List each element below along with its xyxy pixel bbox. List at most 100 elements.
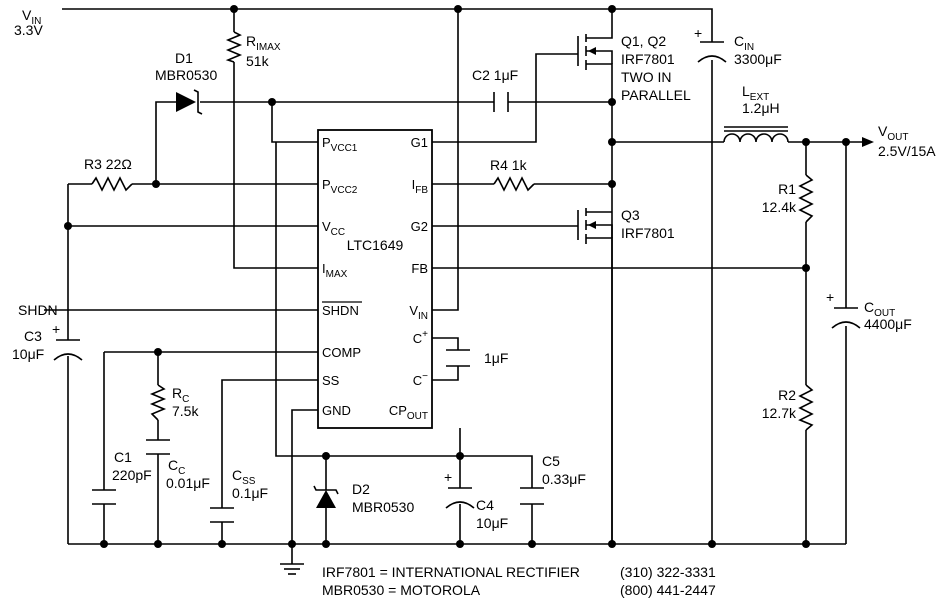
notes: IRF7801 = INTERNATIONAL RECTIFIER (310) … [322, 564, 716, 598]
c4-value: 10μF [476, 515, 508, 531]
inductor-lext [723, 126, 789, 143]
c3-value: 10μF [12, 346, 44, 362]
q1-line1: Q1, Q2 [621, 33, 666, 49]
r2-value: 12.7k [762, 405, 797, 421]
css-name: CSS [232, 467, 256, 487]
r1-value: 12.4k [762, 199, 797, 215]
c5-name: C5 [542, 453, 560, 469]
c4-plus: + [444, 469, 452, 485]
r1-name: R1 [778, 181, 796, 197]
shdn-label: SHDN [18, 302, 58, 318]
rc-value: 7.5k [172, 403, 199, 419]
pin-gnd: GND [322, 403, 351, 418]
cc-name: CC [168, 457, 185, 477]
capacitor-c2 [493, 92, 509, 112]
d1-value: MBR0530 [155, 67, 217, 83]
pin-vcc: VCC [322, 219, 345, 238]
mosfet-q1 [577, 30, 613, 70]
cout-value: 4400μF [864, 316, 912, 332]
vin-name: VIN [22, 7, 41, 27]
r3-label: R3 22Ω [84, 156, 132, 172]
vout-name: VOUT [878, 123, 908, 143]
cc-value: 0.01μF [166, 475, 210, 491]
pin-shdn: SHDN [322, 303, 359, 318]
vin-value: 3.3V [14, 22, 43, 38]
pin-fb: FB [411, 261, 428, 276]
mosfet-q3 [577, 208, 613, 250]
c3-name: C3 [24, 328, 42, 344]
ic-right-pins: G1 IFB G2 FB VIN C+ C− CPOUT [389, 135, 428, 422]
q3-value: IRF7801 [621, 225, 675, 241]
rimax-name: RIMAX [246, 33, 281, 53]
capacitor-cc [146, 439, 170, 455]
r4-label: R4 1k [490, 157, 528, 173]
c1-name: C1 [114, 449, 132, 465]
c5-value: 0.33μF [542, 471, 586, 487]
pin-imax: IMAX [322, 261, 348, 280]
cin-value: 3300μF [734, 51, 782, 67]
cfly-value: 1μF [484, 350, 508, 366]
pin-cpout: CPOUT [389, 403, 428, 422]
ic-left-pins: PVCC1 PVCC2 VCC IMAX SHDN COMP SS GND [322, 135, 362, 418]
resistor-rc [149, 384, 167, 421]
cin-name: CIN [734, 33, 754, 53]
d1-name: D1 [175, 50, 193, 66]
d2-value: MBR0530 [352, 499, 414, 515]
junction-dots [64, 5, 850, 548]
resistor-r2 [798, 384, 814, 431]
capacitor-cin: + [694, 25, 727, 63]
resistor-r4 [493, 176, 535, 192]
note-irf-phone: (310) 322-3331 [620, 564, 716, 580]
ic-name: LTC1649 [347, 237, 404, 253]
note-irf: IRF7801 = INTERNATIONAL RECTIFIER [322, 564, 580, 580]
capacitor-c4: + [444, 469, 475, 509]
pin-pvcc2: PVCC2 [322, 177, 358, 196]
pin-g2: G2 [411, 219, 428, 234]
rimax-value: 51k [246, 53, 270, 69]
c1-value: 220pF [112, 467, 152, 483]
resistor-r1 [798, 174, 814, 223]
pin-g1: G1 [411, 135, 428, 150]
c3-plus: + [52, 321, 60, 337]
lext-value: 1.2μH [742, 100, 780, 116]
cout-name: COUT [864, 299, 895, 319]
resistor-r3 [91, 176, 133, 192]
d2-name: D2 [352, 481, 370, 497]
labels: VIN 3.3V RIMAX 51k D1 MBR0530 R3 22Ω C2 … [12, 7, 936, 531]
lext-name: LEXT [742, 83, 769, 103]
c2-label: C2 1μF [472, 67, 518, 83]
cout-plus: + [826, 289, 834, 305]
pin-cplus: C+ [413, 329, 428, 346]
capacitor-css [210, 507, 234, 523]
capacitor-cout: + [826, 289, 861, 329]
capacitor-c1 [92, 489, 116, 505]
ic-ltc1649: LTC1649 [317, 129, 433, 429]
pin-vin: VIN [409, 303, 428, 322]
pin-cminus: C− [413, 371, 428, 388]
note-mbr: MBR0530 = MOTOROLA [322, 582, 481, 598]
q1-line4: PARALLEL [621, 87, 691, 103]
capacitor-c5 [520, 487, 544, 505]
q1-line3: TWO IN [621, 69, 672, 85]
q1-line2: IRF7801 [621, 51, 675, 67]
rc-name: RC [172, 385, 189, 405]
resistor-rimax [225, 31, 243, 63]
vout-value: 2.5V/15A [878, 143, 936, 159]
capacitor-c3: + [52, 321, 83, 361]
pin-comp: COMP [322, 345, 361, 360]
diode-d2 [313, 485, 339, 508]
diode-d1 [176, 89, 203, 115]
capacitor-flying [446, 349, 470, 367]
note-mbr-phone: (800) 441-2447 [620, 582, 716, 598]
q3-name: Q3 [621, 207, 640, 223]
ground-icon [280, 563, 304, 575]
pin-pvcc1: PVCC1 [322, 135, 358, 154]
css-value: 0.1μF [232, 485, 268, 501]
cin-plus: + [694, 25, 702, 41]
r2-name: R2 [778, 387, 796, 403]
pin-ifb: IFB [412, 177, 429, 196]
c4-name: C4 [476, 497, 494, 513]
pin-ss: SS [322, 373, 340, 388]
